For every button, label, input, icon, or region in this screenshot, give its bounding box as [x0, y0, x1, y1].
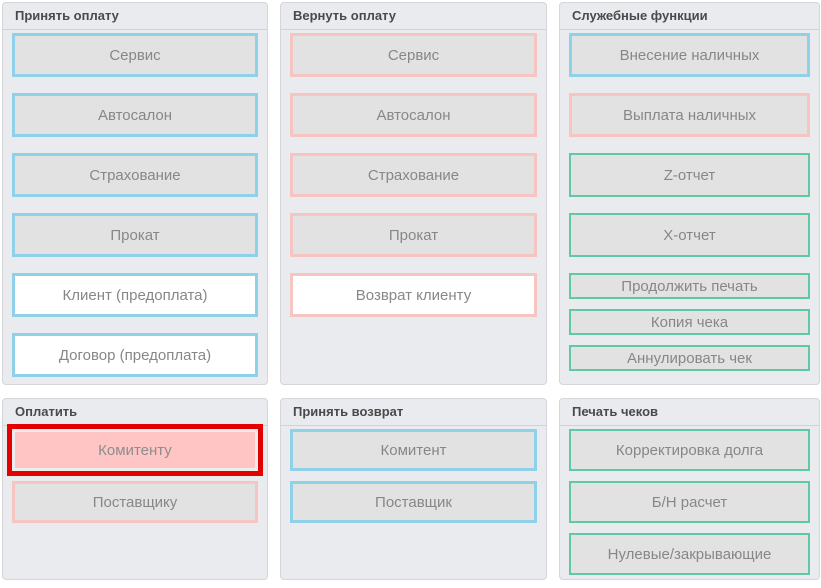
- service-refund-button[interactable]: Сервис: [290, 33, 537, 77]
- car-dealership-refund-button[interactable]: Автосалон: [290, 93, 537, 137]
- pay-to-consignor-button[interactable]: Комитенту: [12, 429, 258, 471]
- refund-to-client-button[interactable]: Возврат клиенту: [290, 273, 537, 317]
- cash-deposit-button[interactable]: Внесение наличных: [569, 33, 810, 77]
- receipt-copy-button[interactable]: Копия чека: [569, 309, 810, 335]
- pay-to-supplier-button[interactable]: Поставщику: [12, 481, 258, 523]
- panel-title: Оплатить: [3, 399, 267, 426]
- service-button[interactable]: Сервис: [12, 33, 258, 77]
- panel-title: Печать чеков: [560, 399, 819, 426]
- return-supplier-button[interactable]: Поставщик: [290, 481, 537, 523]
- panel-title: Служебные функции: [560, 3, 819, 30]
- client-prepayment-button[interactable]: Клиент (предоплата): [12, 273, 258, 317]
- continue-printing-button[interactable]: Продолжить печать: [569, 273, 810, 299]
- cash-payout-button[interactable]: Выплата наличных: [569, 93, 810, 137]
- z-report-button[interactable]: Z-отчет: [569, 153, 810, 197]
- void-receipt-button[interactable]: Аннулировать чек: [569, 345, 810, 371]
- debt-correction-button[interactable]: Корректировка долга: [569, 429, 810, 471]
- car-dealership-button[interactable]: Автосалон: [12, 93, 258, 137]
- return-consignor-button[interactable]: Комитент: [290, 429, 537, 471]
- panel-title: Принять возврат: [281, 399, 546, 426]
- zero-closing-receipts-button[interactable]: Нулевые/закрывающие: [569, 533, 810, 575]
- cashless-payment-button[interactable]: Б/Н расчет: [569, 481, 810, 523]
- rental-refund-button[interactable]: Прокат: [290, 213, 537, 257]
- rental-button[interactable]: Прокат: [12, 213, 258, 257]
- panel-title: Принять оплату: [3, 3, 267, 30]
- x-report-button[interactable]: X-отчет: [569, 213, 810, 257]
- insurance-button[interactable]: Страхование: [12, 153, 258, 197]
- panel-title: Вернуть оплату: [281, 3, 546, 30]
- insurance-refund-button[interactable]: Страхование: [290, 153, 537, 197]
- contract-prepayment-button[interactable]: Договор (предоплата): [12, 333, 258, 377]
